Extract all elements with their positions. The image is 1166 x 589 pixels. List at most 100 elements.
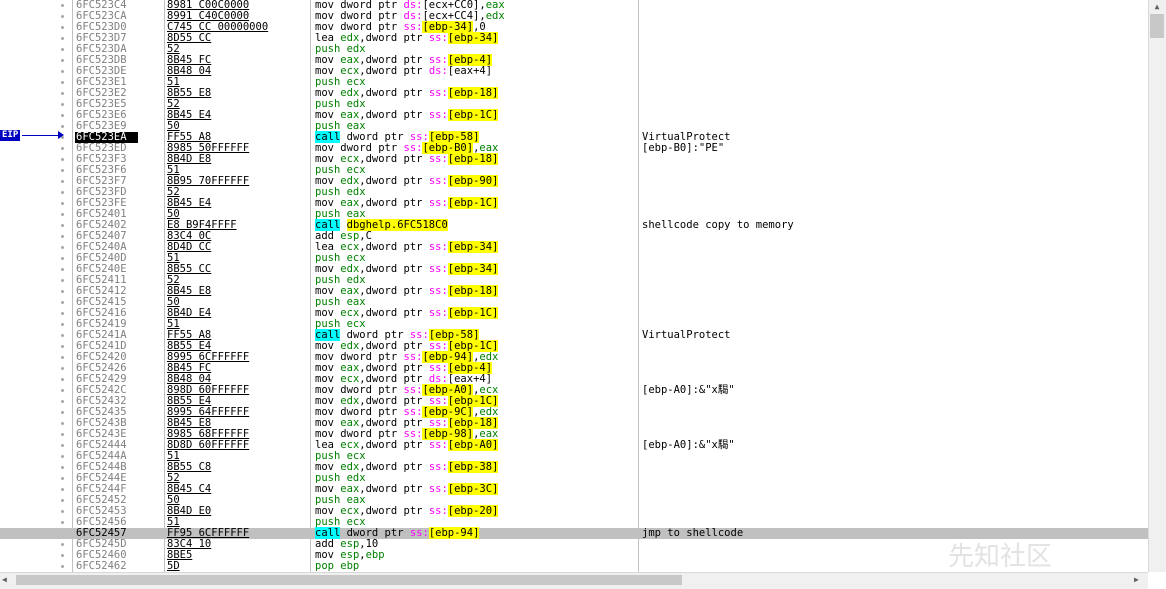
breakpoint-dot-icon[interactable] xyxy=(61,499,64,502)
breakpoint-dot-icon[interactable] xyxy=(61,433,64,436)
breakpoint-dot-icon[interactable] xyxy=(61,279,64,282)
breakpoint-dot-icon[interactable] xyxy=(61,543,64,546)
breakpoint-dot-icon[interactable] xyxy=(61,235,64,238)
breakpoint-dot-icon[interactable] xyxy=(61,268,64,271)
breakpoint-dot-icon[interactable] xyxy=(61,125,64,128)
breakpoint-dot-icon[interactable] xyxy=(61,202,64,205)
breakpoint-dot-icon[interactable] xyxy=(61,510,64,513)
breakpoint-dot-icon[interactable] xyxy=(61,15,64,18)
breakpoint-dot-icon[interactable] xyxy=(61,323,64,326)
breakpoint-dot-icon[interactable] xyxy=(61,367,64,370)
breakpoint-dot-icon[interactable] xyxy=(61,488,64,491)
breakpoint-dot-icon[interactable] xyxy=(61,4,64,7)
breakpoint-dot-icon[interactable] xyxy=(61,312,64,315)
breakpoint-dot-icon[interactable] xyxy=(61,70,64,73)
breakpoint-dot-icon[interactable] xyxy=(61,257,64,260)
breakpoint-dot-icon[interactable] xyxy=(61,356,64,359)
breakpoint-dot-icon[interactable] xyxy=(61,81,64,84)
breakpoint-dot-icon[interactable] xyxy=(61,345,64,348)
scroll-left-icon[interactable]: ◀ xyxy=(2,575,7,584)
breakpoint-dot-icon[interactable] xyxy=(61,521,64,524)
breakpoint-dot-icon[interactable] xyxy=(61,290,64,293)
breakpoint-dot-icon[interactable] xyxy=(61,246,64,249)
breakpoint-dot-icon[interactable] xyxy=(61,334,64,337)
breakpoint-dot-icon[interactable] xyxy=(61,389,64,392)
breakpoint-dot-icon[interactable] xyxy=(61,444,64,447)
breakpoint-dot-icon[interactable] xyxy=(61,158,64,161)
breakpoint-dot-icon[interactable] xyxy=(61,400,64,403)
breakpoint-dot-icon[interactable] xyxy=(61,59,64,62)
breakpoint-dot-icon[interactable] xyxy=(61,26,64,29)
breakpoint-dot-icon[interactable] xyxy=(61,169,64,172)
breakpoint-dot-icon[interactable] xyxy=(61,147,64,150)
scroll-right-icon[interactable]: ▶ xyxy=(1134,575,1139,584)
breakpoint-dot-icon[interactable] xyxy=(61,213,64,216)
vertical-scroll-thumb[interactable] xyxy=(1150,14,1164,38)
breakpoint-dot-icon[interactable] xyxy=(61,103,64,106)
breakpoint-dot-icon[interactable] xyxy=(61,411,64,414)
breakpoint-dot-icon[interactable] xyxy=(61,466,64,469)
breakpoint-dot-icon[interactable] xyxy=(61,477,64,480)
breakpoint-dot-icon[interactable] xyxy=(61,455,64,458)
breakpoint-dot-icon[interactable] xyxy=(61,114,64,117)
breakpoint-dot-icon[interactable] xyxy=(61,565,64,568)
breakpoint-dot-icon[interactable] xyxy=(61,378,64,381)
breakpoint-dot-icon[interactable] xyxy=(61,422,64,425)
vertical-scrollbar[interactable] xyxy=(1148,0,1166,572)
breakpoint-dot-icon[interactable] xyxy=(61,224,64,227)
scroll-up-icon[interactable]: ▲ xyxy=(1154,2,1160,11)
breakpoint-dot-icon[interactable] xyxy=(61,37,64,40)
horizontal-scroll-thumb[interactable] xyxy=(16,575,682,585)
